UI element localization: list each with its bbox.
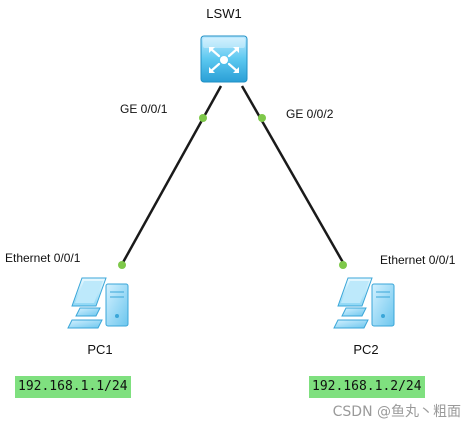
pc2-port-label: Ethernet 0/0/1 <box>380 253 456 267</box>
pc1-name-label: PC1 <box>87 342 112 357</box>
pc1-port-label: Ethernet 0/0/1 <box>5 251 81 265</box>
pc2-node[interactable]: PC2 <box>333 277 395 357</box>
pc-icon <box>333 277 395 329</box>
port-dot-ge002[interactable] <box>258 114 266 122</box>
port-dot-ge001[interactable] <box>199 114 207 122</box>
watermark-text: CSDN @鱼丸丶粗面 <box>332 404 461 420</box>
switch-port-label-pc1: GE 0/0/1 <box>120 102 168 116</box>
port-dot-pc2-eth[interactable] <box>339 261 347 269</box>
l3-switch-icon <box>200 35 248 83</box>
switch-name-label: LSW1 <box>206 6 241 21</box>
pc2-ip-label: 192.168.1.2/24 <box>309 376 425 398</box>
pc2-name-label: PC2 <box>353 342 378 357</box>
port-dot-pc1-eth[interactable] <box>118 261 126 269</box>
pc-icon <box>67 277 129 329</box>
pc1-node[interactable]: PC1 <box>67 277 129 357</box>
switch-lsw1[interactable]: LSW1 <box>200 6 248 83</box>
switch-port-label-pc2: GE 0/0/2 <box>286 107 334 121</box>
pc1-ip-label: 192.168.1.1/24 <box>15 376 131 398</box>
